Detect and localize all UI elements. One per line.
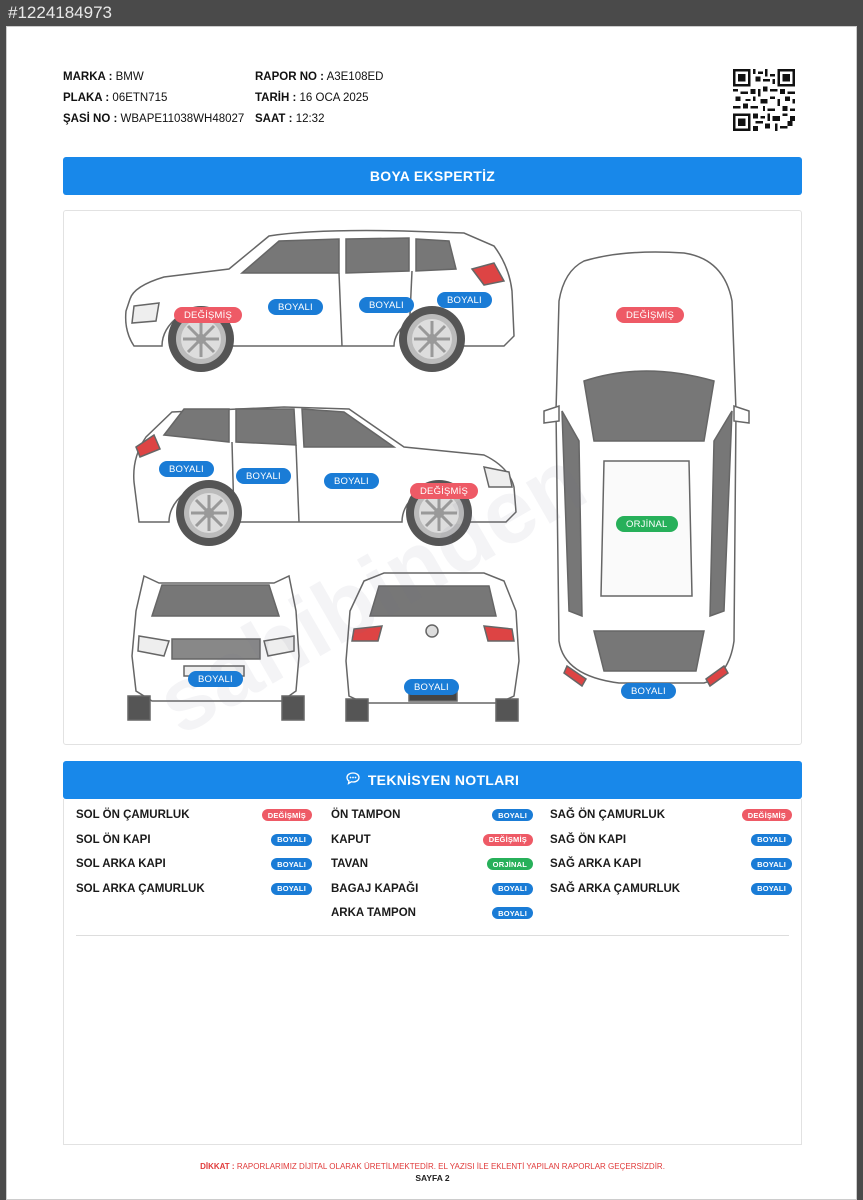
note-part-label: SAĞ ARKA ÇAMURLUK [550,882,681,895]
note-part-label: SAĞ ÖN KAPI [550,833,627,846]
report-page: MARKA : BMW PLAKA : 06ETN715 ŞASİ NO : W… [6,26,857,1200]
section-title-boya: BOYA EKSPERTİZ [63,157,802,195]
note-part-label: ÖN TAMPON [331,809,401,822]
tarih-value: 16 OCA 2025 [299,92,369,104]
note-part-label: SOL ARKA KAPI [76,858,166,871]
note-part-label: SOL ARKA ÇAMURLUK [76,882,205,895]
chat-bubble-icon [346,772,360,788]
note-status-badge: BOYALI [271,858,312,871]
rapor-label: RAPOR NO : [255,71,324,83]
notes-panel: SOL ÖN ÇAMURLUK DEĞİŞMİŞ SOL ÖN KAPI BOYALI… [63,799,802,1145]
divider [76,935,789,936]
note-part-label: ARKA TAMPON [331,907,416,920]
listing-id: #1224184973 [8,3,113,22]
note-status-badge: DEĞİŞMİŞ [261,809,312,822]
warning-text: RAPORLARIMIZ DİJİTAL OLARAK ÜRETİLMEKTED… [236,1162,665,1171]
note-row: TAVAN ORJİNAL [331,852,533,877]
label-side-right-front[interactable]: DEĞİŞMİŞ [410,483,479,499]
sasi-label: ŞASİ NO : [63,113,118,125]
note-status-badge: BOYALI [271,882,312,895]
note-row: KAPUT DEĞİŞMİŞ [331,828,533,853]
note-part-label: SAĞ ARKA KAPI [550,858,642,871]
note-row: BAGAJ KAPAĞI BOYALI [331,877,533,902]
note-status-badge: BOYALI [751,882,792,895]
car-diagram: sahibinden DEĞİŞMİŞ BOYALI BOYALI BOYALI… [63,210,802,745]
label-side-right-front-door[interactable]: BOYALI [324,473,379,489]
note-row: SOL ARKA ÇAMURLUK BOYALI [76,877,312,902]
marka-value: BMW [115,71,144,83]
note-status-badge: DEĞİŞMİŞ [741,809,792,822]
note-row: SAĞ ÖN KAPI BOYALI [550,828,792,853]
notes-title-text: TEKNİSYEN NOTLARI [367,772,520,788]
note-status-badge: BOYALI [751,858,792,871]
rapor-value: A3E108ED [326,71,384,83]
notes-column-right: SAĞ ÖN ÇAMURLUK DEĞİŞMİŞ SAĞ ÖN KAPI BOYALI… [550,803,792,901]
label-side-left-front[interactable]: DEĞİŞMİŞ [174,307,243,323]
sasi-value: WBAPE11038WH48027 [120,113,245,125]
note-part-label: SAĞ ÖN ÇAMURLUK [550,809,665,822]
note-part-label: KAPUT [331,833,371,846]
label-side-left-rear[interactable]: BOYALI [437,292,492,308]
note-row: SAĞ ARKA KAPI BOYALI [550,852,792,877]
label-top-trunk[interactable]: BOYALI [621,683,676,699]
warning-label: DİKKAT : [200,1162,235,1171]
tarih-label: TARİH : [255,92,297,104]
marka-label: MARKA : [63,71,113,83]
qr-code-icon[interactable] [733,69,795,131]
note-row: SOL ARKA KAPI BOYALI [76,852,312,877]
report-info: RAPOR NO : A3E108ED TARİH : 16 OCA 2025 … [255,71,383,134]
note-row: ÖN TAMPON BOYALI [331,803,533,828]
label-side-right-rear-door[interactable]: BOYALI [236,468,291,484]
note-status-badge: BOYALI [492,809,533,822]
notes-column-center: ÖN TAMPON BOYALI KAPUT DEĞİŞMİŞ TAVAN ORJİNAL… [331,803,533,926]
note-status-badge: DEĞİŞMİŞ [482,833,533,846]
note-status-badge: BOYALI [492,882,533,895]
vehicle-info: MARKA : BMW PLAKA : 06ETN715 ŞASİ NO : W… [63,71,244,134]
plaka-value: 06ETN715 [112,92,168,104]
section-title-notes: TEKNİSYEN NOTLARI [63,761,802,799]
note-status-badge: BOYALI [751,833,792,846]
notes-column-left: SOL ÖN ÇAMURLUK DEĞİŞMİŞ SOL ÖN KAPI BOYALI… [76,803,312,901]
plaka-label: PLAKA : [63,92,110,104]
note-status-badge: BOYALI [271,833,312,846]
note-part-label: BAGAJ KAPAĞI [331,882,419,895]
label-top-hood[interactable]: DEĞİŞMİŞ [616,307,685,323]
footer-warning: DİKKAT : RAPORLARIMIZ DİJİTAL OLARAK ÜRE… [7,1162,858,1171]
note-row: SOL ÖN ÇAMURLUK DEĞİŞMİŞ [76,803,312,828]
note-row: SOL ÖN KAPI BOYALI [76,828,312,853]
label-side-left-front-door[interactable]: BOYALI [268,299,323,315]
note-row: SAĞ ÖN ÇAMURLUK DEĞİŞMİŞ [550,803,792,828]
label-side-right-rear[interactable]: BOYALI [159,461,214,477]
label-top-roof[interactable]: ORJİNAL [616,516,678,532]
label-front-bumper[interactable]: BOYALI [188,671,243,687]
note-row: ARKA TAMPON BOYALI [331,901,533,926]
saat-label: SAAT : [255,113,293,125]
note-part-label: TAVAN [331,858,369,871]
page-number: SAYFA 2 [415,1173,450,1183]
label-side-left-rear-door[interactable]: BOYALI [359,297,414,313]
saat-value: 12:32 [295,113,325,125]
section-title-text: BOYA EKSPERTİZ [369,168,496,184]
note-part-label: SOL ÖN KAPI [76,833,151,846]
note-row: SAĞ ARKA ÇAMURLUK BOYALI [550,877,792,902]
note-status-badge: BOYALI [492,907,533,920]
note-part-label: SOL ÖN ÇAMURLUK [76,809,190,822]
label-rear-bumper[interactable]: BOYALI [404,679,459,695]
note-status-badge: ORJİNAL [486,858,533,871]
